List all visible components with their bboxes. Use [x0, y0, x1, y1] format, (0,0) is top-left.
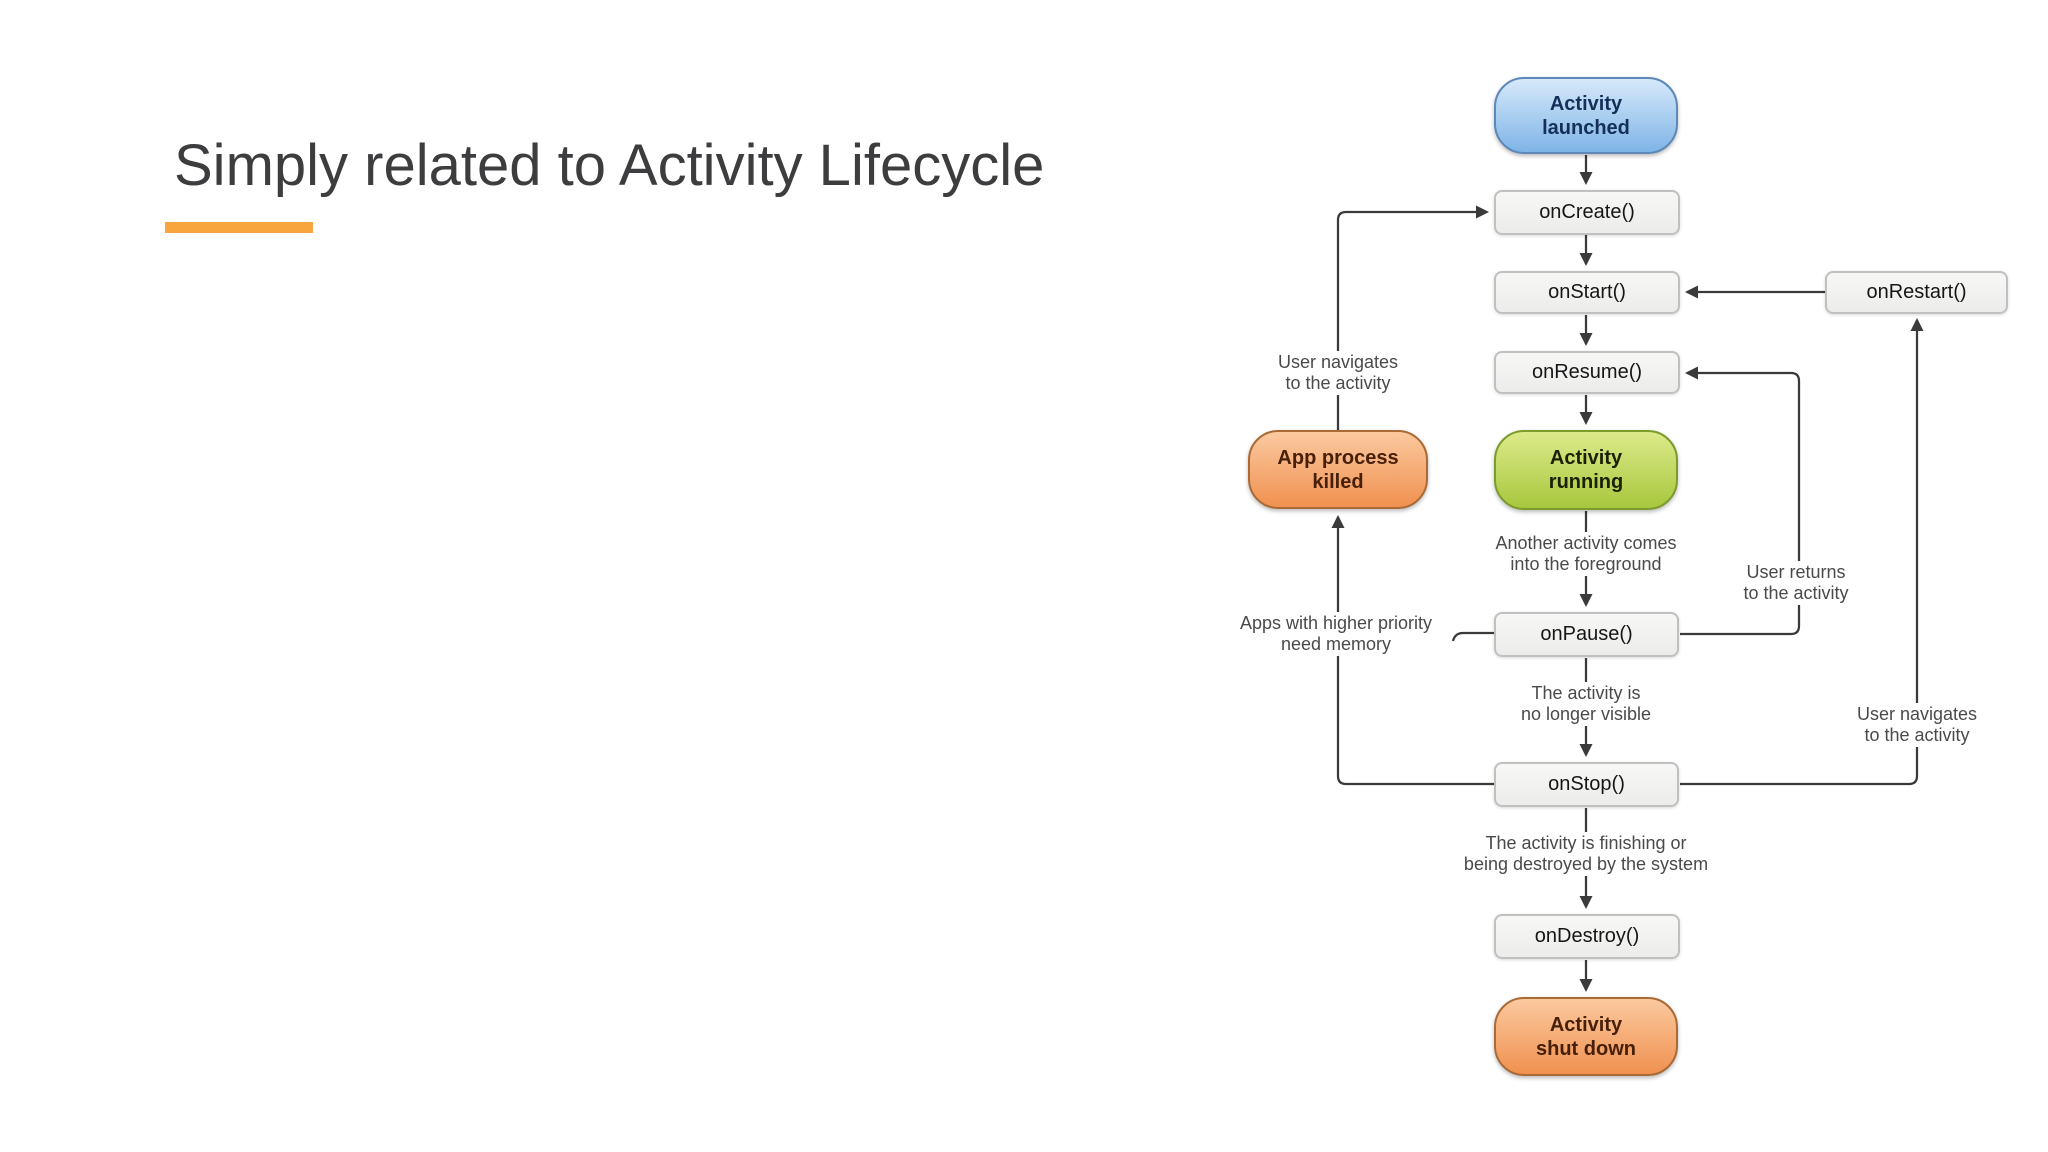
annotation-not-visible: The activity is no longer visible [1515, 682, 1657, 726]
node-ondestroy: onDestroy() [1494, 914, 1680, 959]
node-onresume: onResume() [1494, 351, 1680, 394]
edge-killed-to-oncreate [1336, 205, 1489, 430]
edge-onstop-to-killed [1331, 515, 1494, 786]
annotation-user-navigates-right: User navigates to the activity [1851, 703, 1983, 747]
node-onstart: onStart() [1494, 271, 1680, 314]
edge-onstop-to-onrestart [1680, 318, 1924, 786]
annotation-another-activity: Another activity comes into the foregrou… [1490, 532, 1682, 576]
title-accent-bar [165, 222, 313, 233]
annotation-user-returns: User returns to the activity [1738, 561, 1854, 605]
node-onpause: onPause() [1494, 612, 1679, 657]
node-onstop: onStop() [1494, 762, 1679, 807]
annotation-finishing: The activity is finishing or being destr… [1458, 832, 1714, 876]
annotation-apps-priority: Apps with higher priority need memory [1234, 612, 1438, 656]
node-onrestart: onRestart() [1825, 271, 2008, 314]
node-activity-launched: Activity launched [1494, 77, 1678, 154]
node-app-process-killed: App process killed [1248, 430, 1428, 509]
node-oncreate: onCreate() [1494, 190, 1680, 235]
node-activity-shutdown: Activity shut down [1494, 997, 1678, 1076]
edge-onpause-to-killed-stub [1451, 631, 1494, 642]
page-title: Simply related to Activity Lifecycle [174, 133, 1045, 198]
edge-onpause-to-onresume [1680, 366, 1801, 636]
annotation-user-navigates-left: User navigates to the activity [1272, 351, 1404, 395]
node-activity-running: Activity running [1494, 430, 1678, 510]
